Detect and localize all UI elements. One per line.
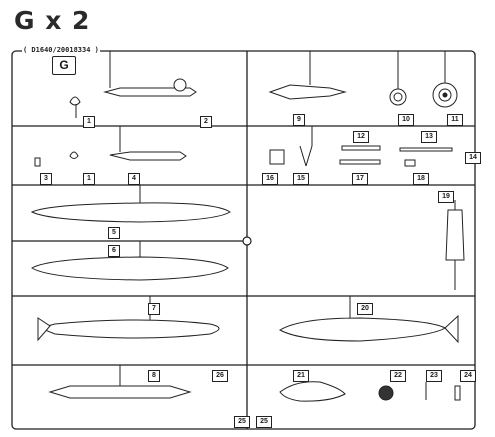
part-number-tag: 10 bbox=[398, 114, 414, 126]
part-number-tag: 18 bbox=[413, 173, 429, 185]
part-number-tag: 9 bbox=[293, 114, 305, 126]
part-number-tag: 14 bbox=[465, 152, 481, 164]
part-number-tag: 2 bbox=[200, 116, 212, 128]
part-number-tag: 16 bbox=[262, 173, 278, 185]
part-number-tag: 8 bbox=[148, 370, 160, 382]
part-number-tag: 23 bbox=[426, 370, 442, 382]
part-number-tag: 19 bbox=[438, 191, 454, 203]
part-number-tag: 20 bbox=[357, 303, 373, 315]
part-number-tag: 25 bbox=[234, 416, 250, 428]
part-number-tag: 4 bbox=[128, 173, 140, 185]
part-number-tag: 21 bbox=[293, 370, 309, 382]
part-number-tag: 17 bbox=[352, 173, 368, 185]
sprue-letter-tag: G bbox=[52, 56, 76, 75]
part-number-tag: 24 bbox=[460, 370, 476, 382]
part-number-tag: 12 bbox=[353, 131, 369, 143]
sprue-outer-frame bbox=[11, 50, 476, 430]
part-number-tag: 11 bbox=[447, 114, 463, 126]
part-number-tag: 3 bbox=[40, 173, 52, 185]
sprue-part-code: ( D1640/20018334 ) bbox=[22, 46, 100, 54]
part-number-tag: 7 bbox=[148, 303, 160, 315]
part-number-tag: 13 bbox=[421, 131, 437, 143]
part-number-tag: 15 bbox=[293, 173, 309, 185]
part-number-tag: 22 bbox=[390, 370, 406, 382]
part-number-tag: 5 bbox=[108, 227, 120, 239]
part-number-tag: 1 bbox=[83, 116, 95, 128]
sprue-title: G x 2 bbox=[14, 6, 91, 35]
part-number-tag: 26 bbox=[212, 370, 228, 382]
part-number-tag: 25 bbox=[256, 416, 272, 428]
part-number-tag: 6 bbox=[108, 245, 120, 257]
part-number-tag: 1 bbox=[83, 173, 95, 185]
